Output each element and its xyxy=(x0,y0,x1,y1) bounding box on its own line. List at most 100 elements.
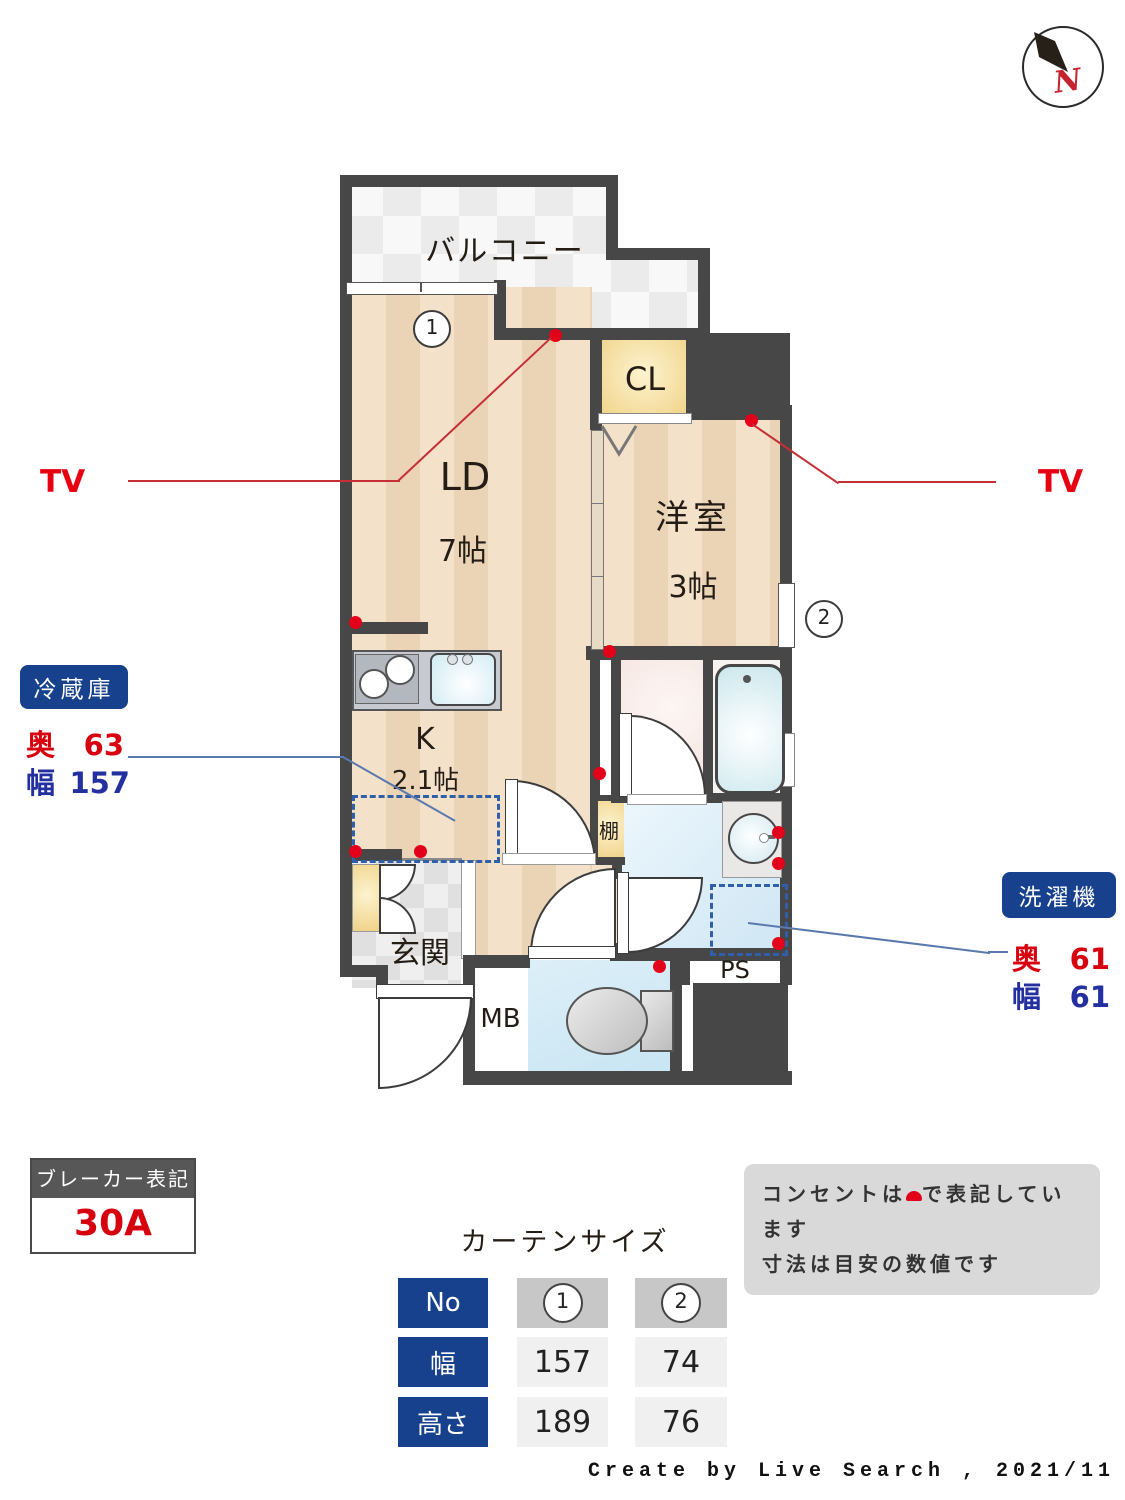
curtain-row-height-label: 高さ xyxy=(398,1397,488,1447)
sliding-panel xyxy=(592,577,603,649)
stove-burner-icon xyxy=(359,669,389,699)
living-label: LD xyxy=(439,455,491,499)
closet-sliding-door xyxy=(598,413,692,424)
bedroom-label: 洋室 xyxy=(655,498,731,538)
note-line1-pre: コンセントは xyxy=(762,1182,906,1206)
washer-depth-value: 61 xyxy=(1069,942,1110,976)
sink-faucet-icon xyxy=(447,654,458,665)
entrance-door-swing xyxy=(378,997,472,1089)
bedroom-sliding-door xyxy=(591,430,604,650)
curtain-height-2: 76 xyxy=(635,1397,727,1447)
curtain-col-no: No xyxy=(398,1278,488,1328)
living-size-label: 7帖 xyxy=(437,534,488,569)
toilet-door-leaf xyxy=(528,946,616,959)
entrance-label: 玄関 xyxy=(390,936,450,971)
shoe-cabinet xyxy=(352,864,381,932)
washer-line xyxy=(988,951,1008,953)
wall-bathroom-left xyxy=(611,660,621,800)
compass-north-label: N xyxy=(1051,62,1084,101)
tv-label-right: TV xyxy=(1038,464,1084,500)
outlet-marker xyxy=(772,937,785,950)
fridge-width-label: 幅 xyxy=(26,766,56,800)
wall-ps-left xyxy=(682,958,690,985)
stove-burner-icon xyxy=(385,655,415,685)
bathtub-drain-icon xyxy=(743,675,751,683)
tv-left-line xyxy=(128,480,400,482)
wall-balcony-right xyxy=(698,248,710,340)
washer-badge: 洗濯機 xyxy=(1002,872,1116,918)
fridge-width-value: 157 xyxy=(69,766,130,800)
curtain-height-1: 189 xyxy=(517,1397,608,1447)
outlet-marker xyxy=(653,960,666,973)
sliding-panel xyxy=(592,431,603,504)
curtain-row-width-label: 幅 xyxy=(398,1337,488,1387)
bedroom-size-label: 3帖 xyxy=(668,570,718,605)
bedroom-window xyxy=(778,583,795,648)
block-top-right xyxy=(686,333,790,420)
outlet-marker xyxy=(414,845,427,858)
curtain-width-2: 74 xyxy=(635,1337,727,1387)
legend-note: コンセントはで表記しています 寸法は目安の数値です xyxy=(744,1164,1100,1295)
fridge-space-outline xyxy=(352,795,500,863)
outlet-marker xyxy=(772,826,785,839)
shelf-label: 棚 xyxy=(599,819,619,843)
note-line2: 寸法は目安の数値です xyxy=(762,1252,1002,1276)
compass: N xyxy=(1022,26,1104,108)
sink-faucet-icon xyxy=(462,654,473,665)
breaker-box: ブレーカー表記 30A xyxy=(30,1158,196,1254)
wall-left-outer xyxy=(340,175,352,977)
kitchen-label: K xyxy=(415,722,435,757)
wall-ld-closet xyxy=(590,333,602,430)
washer-width-value: 61 xyxy=(1069,980,1110,1014)
curtain-header-2: 2 xyxy=(635,1278,727,1328)
fridge-badge: 冷蔵庫 xyxy=(20,665,128,709)
wall-kitchen-stub xyxy=(340,622,428,634)
wall-toilet-top xyxy=(463,955,530,968)
washer-space-outline xyxy=(710,884,788,956)
closet-floor xyxy=(600,337,688,417)
meter-box-label: MB xyxy=(480,1004,521,1034)
outlet-marker xyxy=(603,645,616,658)
tv-label-left: TV xyxy=(40,464,86,500)
fridge-line xyxy=(128,756,344,758)
window-marker-2: 2 xyxy=(805,600,843,638)
bathtub xyxy=(715,664,785,794)
wall-balcony-bottom xyxy=(494,328,710,340)
wall-shelf-top xyxy=(590,795,625,801)
washroom-door-leaf xyxy=(617,872,629,954)
basin-faucet-icon xyxy=(763,835,775,839)
tv-right-line xyxy=(838,481,996,483)
wall-balcony-step-h xyxy=(606,248,710,260)
breaker-title: ブレーカー表記 xyxy=(32,1160,194,1198)
entrance-frame-line xyxy=(402,858,462,861)
north-arrow-icon xyxy=(1034,32,1068,72)
entrance-step xyxy=(461,860,476,959)
washer-depth-label: 奥 xyxy=(1012,942,1042,976)
wall-balcony-inner-step xyxy=(494,280,506,340)
wall-washroom-jamb-top xyxy=(612,857,622,879)
wall-shelf-left xyxy=(590,795,598,865)
washer-width-label: 幅 xyxy=(1012,980,1042,1014)
closet-folding-door-icon xyxy=(600,425,638,457)
window-marker-1: 1 xyxy=(413,310,451,348)
sliding-panel xyxy=(592,504,603,577)
kitchen-size-label: 2.1帖 xyxy=(391,766,460,796)
pipe-space-strip xyxy=(682,958,788,985)
wall-hall-right xyxy=(590,655,600,800)
credit-text: Create by Live Search , 2021/11 xyxy=(587,1460,1115,1483)
bath-door-threshold xyxy=(627,794,707,805)
wall-shelf-bottom xyxy=(590,857,625,865)
balcony-window-divider xyxy=(420,283,422,292)
curtain-width-1: 157 xyxy=(517,1337,608,1387)
wall-right-outer xyxy=(780,405,792,985)
outlet-marker xyxy=(549,329,562,342)
outlet-marker xyxy=(349,845,362,858)
wall-washroom-bottom xyxy=(610,948,792,961)
pipe-space-label: PS xyxy=(720,956,750,984)
wall-top xyxy=(340,175,618,187)
note-line1-post: で表記しています xyxy=(762,1182,1066,1241)
wall-bedroom-bottom xyxy=(586,646,792,660)
closet-label: CL xyxy=(624,360,666,398)
curtain-table-title: カーテンサイズ xyxy=(460,1227,670,1258)
